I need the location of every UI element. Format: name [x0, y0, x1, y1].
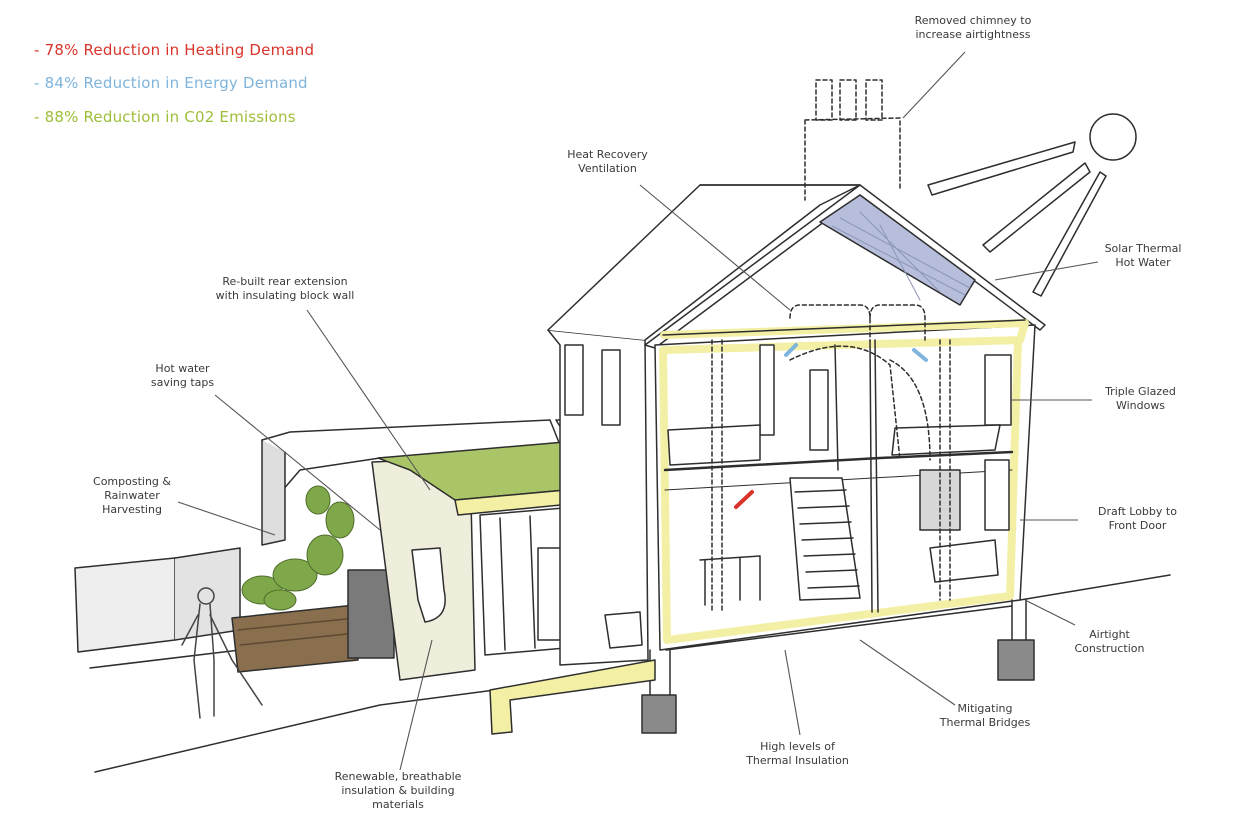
sun-ray-1 [927, 141, 1076, 196]
triple-glazed-window-lower [984, 459, 1010, 531]
chimney [804, 79, 901, 201]
planter-box [231, 604, 359, 673]
hrv-ducts [711, 304, 951, 611]
callout-thermal-insulation: High levels of Thermal Insulation [746, 740, 849, 767]
energy-demand-stat: - 84% Reduction in Energy Demand [34, 74, 308, 92]
callout-rear-extension: Re-built rear extension with insulating … [215, 275, 355, 302]
callout-removed-chimney: Removed chimney to increase airtightness [914, 14, 1032, 41]
callout-thermal-bridges: Mitigating Thermal Bridges [939, 702, 1031, 729]
co2-emissions-stat: - 88% Reduction in C02 Emissions [34, 108, 296, 126]
callout-draft-lobby: Draft Lobby to Front Door [1098, 505, 1177, 532]
callout-solar-thermal: Solar Thermal Hot Water [1104, 242, 1182, 269]
insulated-slab [489, 659, 656, 735]
leader-lines [177, 51, 1099, 771]
rainwater-butt [347, 569, 395, 659]
callout-hot-water-taps: Hot water saving taps [150, 362, 215, 389]
sun-ray-2 [982, 162, 1091, 253]
ground-line-front [94, 689, 496, 773]
ground-line-right [1019, 574, 1171, 601]
callout-renewable-materials: Renewable, breathable insulation & build… [334, 770, 462, 811]
first-floor [663, 450, 1014, 472]
triple-glazed-window-upper [984, 354, 1012, 426]
person-figure [181, 587, 263, 719]
foundation-right [997, 639, 1035, 681]
insulation-envelope [659, 319, 1029, 644]
foundation-left [641, 694, 677, 734]
callout-composting: Composting & Rainwater Harvesting [93, 475, 171, 516]
callout-triple-glazed-windows: Triple Glazed Windows [1105, 385, 1176, 412]
callout-heat-recovery-ventilation: Heat Recovery Ventilation [567, 148, 648, 175]
garden-wall [74, 557, 176, 653]
heating-demand-stat: - 78% Reduction in Heating Demand [34, 41, 315, 59]
callout-airtight-construction: Airtight Construction [1074, 628, 1145, 655]
sun [1089, 113, 1137, 161]
garden-plants [241, 485, 355, 611]
sun-ray-3 [1032, 171, 1107, 297]
warm-air-arrow [734, 490, 754, 509]
wood-stove [919, 469, 961, 531]
